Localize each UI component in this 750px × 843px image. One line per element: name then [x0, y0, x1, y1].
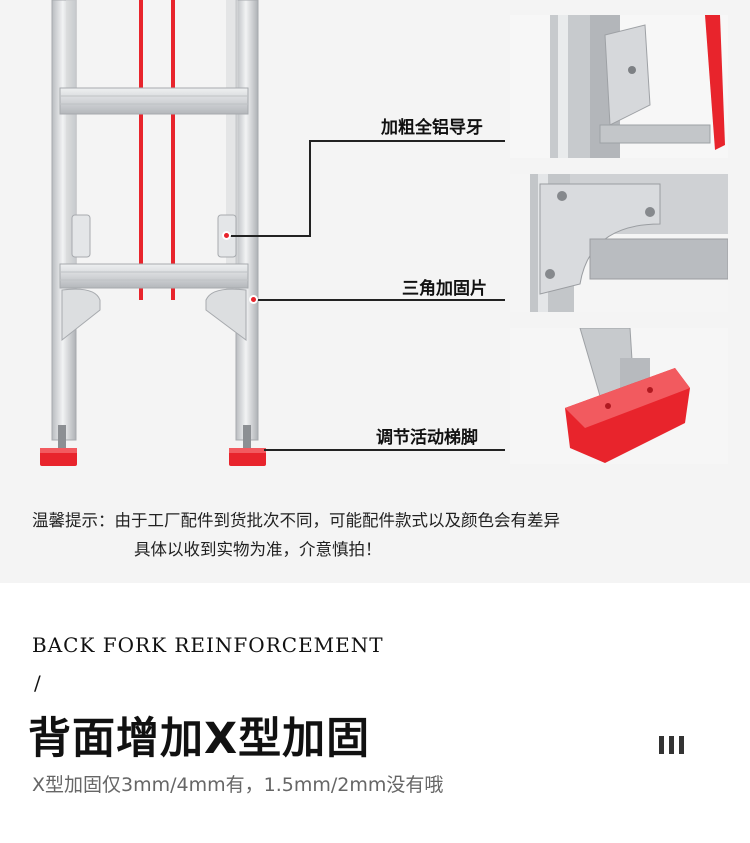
photo-foot-image — [510, 328, 728, 464]
notice-text: 温馨提示：由于工厂配件到货批次不同，可能配件款式以及颜色会有差异 具体以收到实物… — [32, 506, 732, 564]
section-title: 背面增加X型加固 — [28, 714, 371, 764]
photo-bracket-image — [510, 174, 728, 312]
callout-line-guide-v — [309, 140, 311, 237]
callout-line-guide-h — [309, 140, 505, 142]
product-detail-panel: 加粗全铝导牙 三角加固片 调节活动梯脚 — [0, 0, 750, 583]
callout-line-foot — [264, 449, 505, 451]
notice-line-2: 具体以收到实物为准，介意慎拍！ — [134, 540, 382, 559]
callout-dot-guide — [222, 231, 231, 240]
callout-line-guide-lead — [228, 235, 311, 237]
section-subtitle: X型加固仅3mm/4mm有，1.5mm/2mm没有哦 — [32, 774, 444, 796]
notice-line-1: 温馨提示：由于工厂配件到货批次不同，可能配件款式以及颜色会有差异 — [32, 511, 560, 530]
callout-dot-bracket — [249, 295, 258, 304]
callout-label-foot: 调节活动梯脚 — [376, 428, 478, 448]
callout-label-guide: 加粗全铝导牙 — [381, 118, 483, 138]
callout-line-bracket — [255, 299, 505, 301]
photo-guide-closeup — [510, 15, 728, 158]
photo-guide-image — [510, 15, 728, 158]
section-slash: / — [34, 671, 41, 695]
photo-bracket-closeup — [510, 174, 728, 312]
section-english-heading: BACK FORK REINFORCEMENT — [32, 633, 384, 657]
photo-foot-closeup — [510, 328, 728, 464]
three-bars-icon — [656, 736, 688, 756]
callout-label-bracket: 三角加固片 — [402, 279, 487, 299]
ladder-illustration — [40, 0, 266, 466]
